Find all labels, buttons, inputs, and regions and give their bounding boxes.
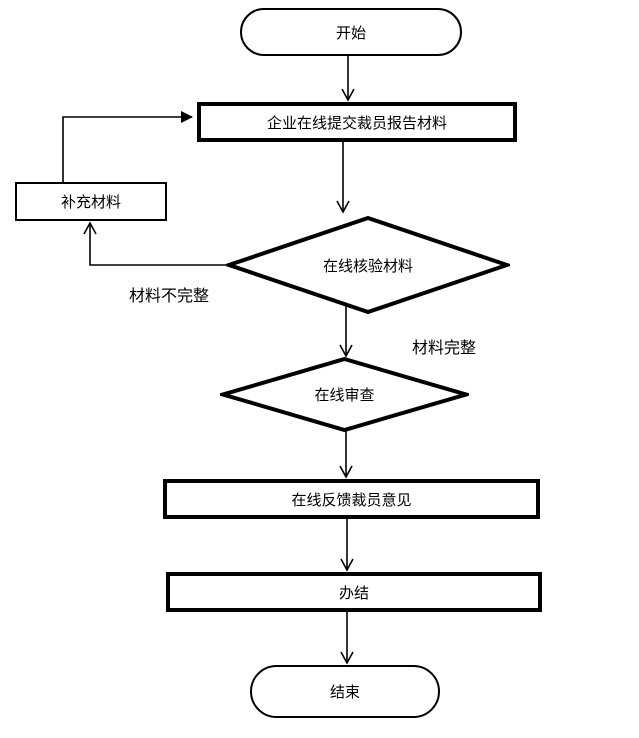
arrow-supplement-to-submit bbox=[62, 111, 193, 182]
feedback-opinion-node: 在线反馈裁员意见 bbox=[163, 479, 540, 519]
diamond-shape bbox=[226, 215, 510, 315]
diamond-shape bbox=[220, 356, 469, 433]
supplement-materials-label: 补充材料 bbox=[60, 194, 121, 211]
arrow-verify-to-supplement bbox=[83, 221, 228, 266]
end-node: 结束 bbox=[250, 665, 440, 718]
review-decision-node: 在线审查 bbox=[220, 356, 469, 433]
start-node: 开始 bbox=[240, 8, 462, 56]
verify-materials-decision-label: 在线核验材料 bbox=[322, 257, 413, 275]
edge-label-materials-complete: 材料完整 bbox=[412, 340, 477, 357]
review-decision-label: 在线审查 bbox=[314, 387, 375, 404]
finish-node: 办结 bbox=[166, 572, 542, 612]
start-label: 开始 bbox=[335, 24, 366, 42]
edge-label-materials-incomplete: 材料不完整 bbox=[129, 288, 210, 305]
supplement-materials-node: 补充材料 bbox=[15, 182, 167, 221]
feedback-opinion-label: 在线反馈裁员意见 bbox=[291, 491, 412, 509]
verify-materials-decision-node: 在线核验材料 bbox=[226, 215, 510, 315]
submit-materials-node: 企业在线提交裁员报告材料 bbox=[197, 102, 517, 142]
submit-materials-label: 企业在线提交裁员报告材料 bbox=[266, 114, 447, 132]
finish-label: 办结 bbox=[338, 584, 369, 602]
end-label: 结束 bbox=[329, 684, 360, 701]
